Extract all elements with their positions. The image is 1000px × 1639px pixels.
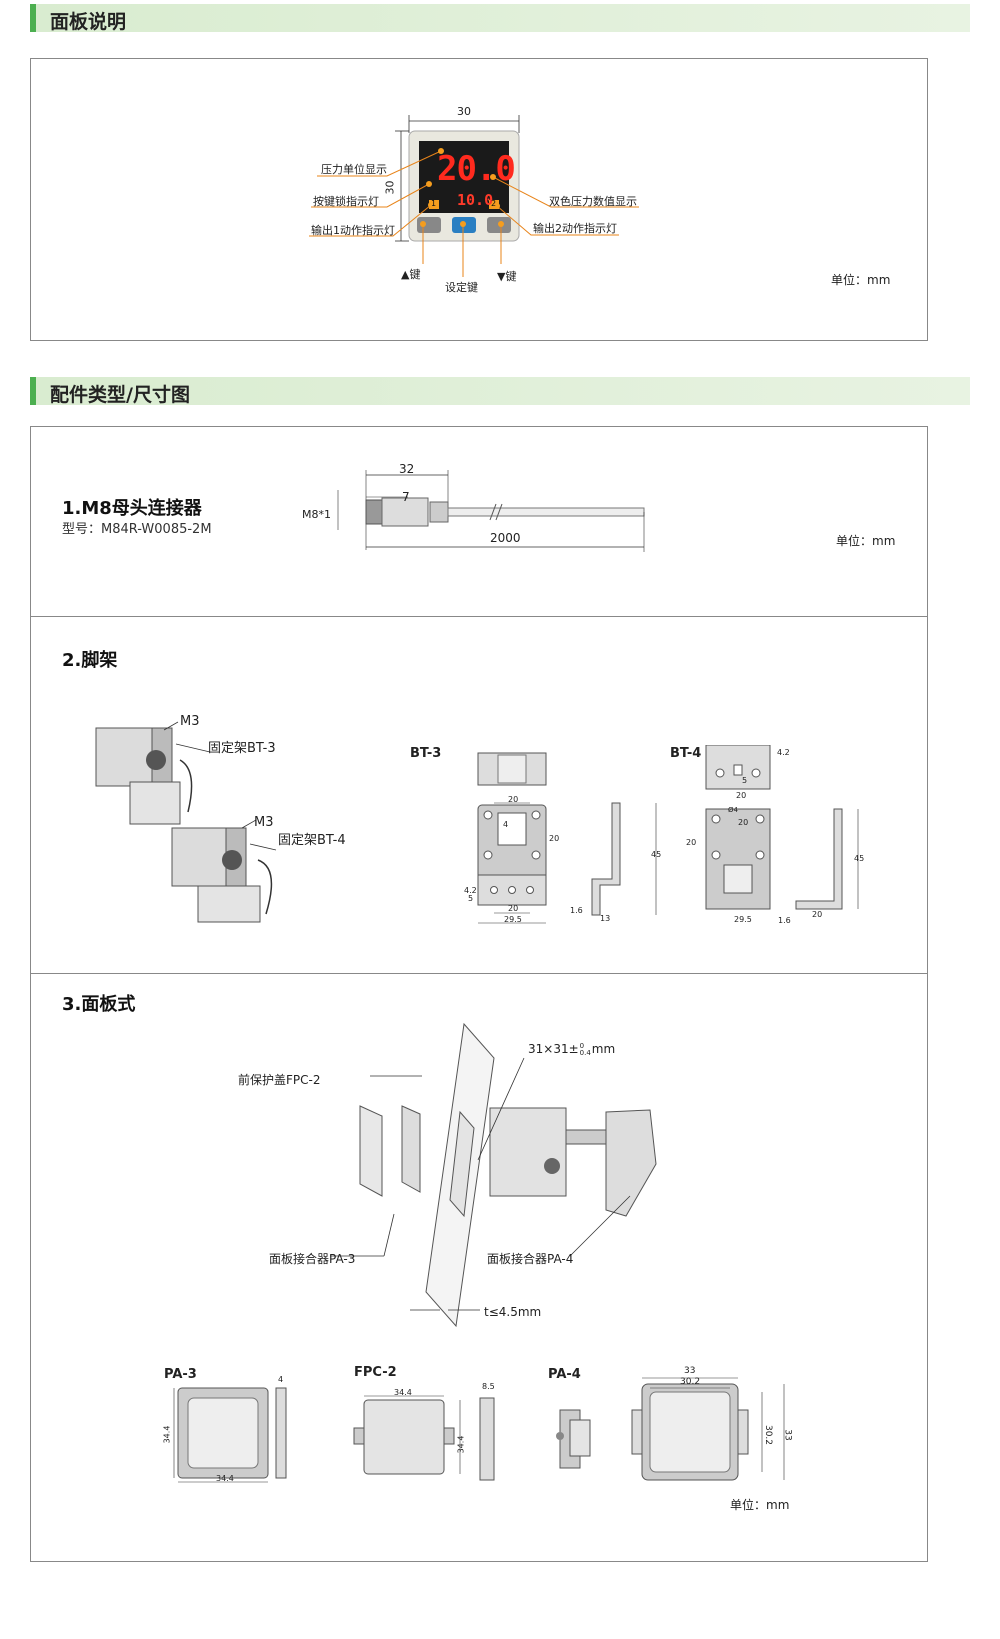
bt4-dim-20a: 20 [736, 791, 747, 800]
bt4-dim-4.2: 4.2 [777, 748, 790, 757]
display-main-value: 20.0 [437, 149, 516, 189]
label-pa4: 面板接合器PA-4 [487, 1252, 574, 1266]
bt4-dim-20b: 20 [738, 818, 749, 827]
bt4-dim-20c: 20 [686, 838, 697, 847]
bt3-dim-20a: 20 [508, 795, 519, 804]
bt3-dim-20c: 20 [508, 904, 519, 913]
connector-model: 型号：M84R-W0085-2M [62, 522, 212, 537]
section-title-accessories: 配件类型/尺寸图 [50, 384, 190, 406]
panel-mount-title: 3.面板式 [62, 994, 136, 1015]
bt4-dim-o4: Ø4 [728, 806, 738, 814]
panel-mount-dimension-drawings [173, 1377, 785, 1483]
section-title-panel: 面板说明 [50, 11, 127, 33]
connector-unit: 单位：mm [836, 534, 896, 548]
bracket-m3-b: M3 [254, 815, 274, 830]
connector-dim-32: 32 [399, 462, 415, 476]
pa3-name: PA-3 [164, 1367, 197, 1382]
pa3-dim-34.4b: 34.4 [216, 1474, 234, 1483]
label-thickness: t≤4.5mm [484, 1305, 542, 1319]
connector-dim-7: 7 [402, 490, 410, 504]
dim-height: 30 [383, 180, 397, 195]
bracket-dimension-drawings [477, 745, 859, 924]
bt3-dim-1.6: 1.6 [570, 906, 583, 915]
bracket-bt4-label: 固定架BT-4 [278, 833, 346, 848]
label-down-key: ▼键 [497, 270, 517, 283]
bt3-name: BT-3 [410, 746, 442, 761]
bt3-dim-4.2: 4.2 [464, 886, 477, 895]
label-output1: 输出1动作指示灯 [311, 224, 395, 237]
panel-diagram [309, 115, 639, 277]
section-header-accessories: 配件类型/尺寸图 [30, 377, 970, 406]
bt4-dim-20d: 20 [812, 910, 823, 919]
panel-mount-exploded [330, 1022, 657, 1328]
bracket-title: 2.脚架 [62, 650, 118, 671]
bt4-dim-5: 5 [742, 776, 748, 785]
bt4-dim-45: 45 [854, 854, 865, 863]
fpc2-name: FPC-2 [354, 1365, 397, 1380]
connector-dim-2000: 2000 [490, 531, 521, 545]
fpc2-dim-8.5: 8.5 [482, 1382, 495, 1391]
connector-title: 1.M8母头连接器 [62, 498, 202, 519]
fpc2-dim-34.4b: 34.4 [456, 1435, 466, 1454]
label-pressure-unit: 压力单位显示 [321, 163, 387, 176]
pa4-name: PA-4 [548, 1367, 581, 1382]
panel-description-box: 30 30 20.0 10.0 1 2 压力单位显示 按键锁指示灯 输出1动作指… [30, 58, 928, 341]
pa4-dim-30.2b: 30.2 [763, 1424, 774, 1446]
label-dual-color: 双色压力数值显示 [549, 195, 637, 208]
panel-mount-unit: 单位：mm [730, 1498, 790, 1512]
label-set-key: 设定键 [445, 281, 478, 294]
bt3-dim-5: 5 [468, 894, 474, 903]
label-key-lock: 按键锁指示灯 [313, 195, 379, 208]
cutout-text: 31×31± [528, 1042, 579, 1056]
bracket-3d-drawing [95, 721, 277, 923]
led-2: 2 [491, 199, 497, 208]
divider-1 [30, 616, 928, 617]
bt3-dim-4: 4 [503, 820, 509, 829]
pa4-dim-30.2a: 30.2 [680, 1377, 701, 1387]
bt3-dim-45: 45 [651, 850, 662, 859]
section-header-panel: 面板说明 [30, 4, 970, 33]
divider-2 [30, 973, 928, 974]
display-sub-value: 10.0 [457, 191, 494, 209]
tolerance-top: 0 [579, 1041, 585, 1050]
pa3-dim-34.4a: 34.4 [162, 1425, 172, 1444]
dim-width: 30 [457, 105, 471, 118]
label-up-key: ▲键 [401, 268, 421, 281]
connector-dim-m8: M8*1 [302, 508, 331, 521]
pa4-dim-33b: 33 [782, 1429, 793, 1441]
pa4-dim-33a: 33 [684, 1366, 696, 1376]
bt3-dim-13: 13 [600, 914, 611, 923]
bt4-name: BT-4 [670, 746, 702, 761]
bt3-dim-29.5: 29.5 [504, 915, 522, 924]
label-pa3: 面板接合器PA-3 [269, 1252, 356, 1266]
label-output2: 输出2动作指示灯 [533, 222, 617, 235]
bracket-bt3-label: 固定架BT-3 [208, 741, 276, 756]
bt4-dim-1.6: 1.6 [778, 916, 791, 925]
pa3-dim-4: 4 [278, 1375, 284, 1384]
led-1: 1 [431, 199, 437, 208]
bt4-dim-29.5: 29.5 [734, 915, 752, 924]
bt3-dim-20b: 20 [549, 834, 560, 843]
panel-unit: 单位：mm [831, 273, 891, 287]
cutout-unit: mm [591, 1042, 616, 1056]
label-fpc2: 前保护盖FPC-2 [238, 1073, 321, 1087]
accessories-box [30, 426, 928, 1562]
fpc2-dim-34.4a: 34.4 [394, 1388, 412, 1397]
tolerance-bottom: 0.4 [579, 1048, 591, 1057]
bracket-m3-a: M3 [180, 714, 200, 729]
connector-drawing [337, 470, 645, 552]
